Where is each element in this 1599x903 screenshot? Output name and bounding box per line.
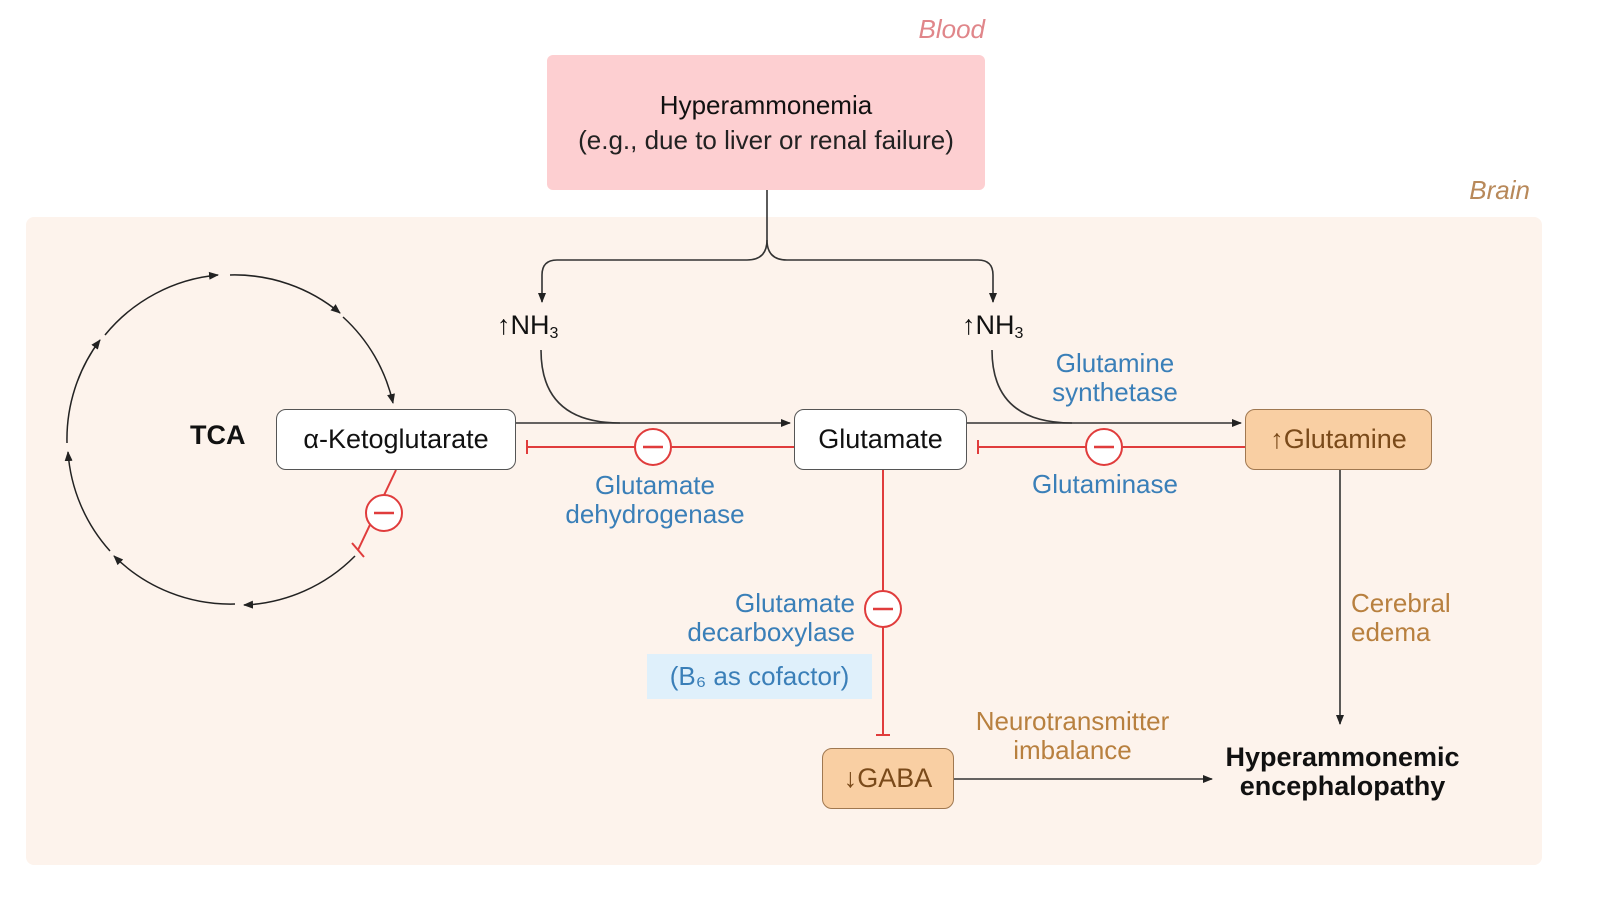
glutamine-node: ↑Glutamine [1245, 409, 1432, 470]
hyperammonemic-encephalopathy-label: Hyperammonemic encephalopathy [1210, 743, 1475, 801]
split-connector [538, 190, 768, 303]
tca-arc-5 [64, 451, 111, 552]
gs-line-2: synthetase [1052, 377, 1178, 407]
cerebral-edema-label: Cerebral edema [1351, 589, 1451, 647]
hyperammonemia-box: Hyperammonemia (e.g., due to liver or re… [547, 55, 985, 190]
neurotransmitter-imbalance-label: Neurotransmitter imbalance [955, 707, 1190, 765]
akg-tca-inhibition-bar [351, 542, 365, 558]
nh3-left-label: ↑NH3 [497, 310, 558, 343]
gdh-line-1: Glutamate [595, 470, 715, 500]
gaba-node: ↓GABA [822, 748, 954, 809]
outcome-line-1: Hyperammonemic [1225, 742, 1460, 772]
brain-panel [26, 217, 1542, 865]
nh3-right-input-curve [991, 349, 1073, 424]
blood-region-label: Blood [918, 14, 986, 44]
glutaminase-label: Glutaminase [1032, 469, 1178, 499]
alpha-ketoglutarate-label: α-Ketoglutarate [303, 424, 489, 454]
nh3-left-subscript: 3 [549, 325, 559, 342]
gad-line-1: Glutamate [735, 588, 855, 618]
tca-arc-7 [104, 271, 219, 336]
edema-line-2: edema [1351, 617, 1431, 647]
glutamate-node: Glutamate [794, 409, 967, 470]
nh3-left-input-curve [540, 349, 621, 424]
nh3-right-subscript: 3 [1014, 325, 1024, 342]
gdh-line-2: dehydrogenase [565, 499, 745, 529]
brain-region-label: Brain [1469, 175, 1530, 205]
glutamine-label: ↑Glutamine [1270, 424, 1407, 454]
glutamate-dehydrogenase-label: Glutamate dehydrogenase [540, 471, 770, 529]
tca-arc-2 [342, 316, 395, 404]
outcome-line-2: encephalopathy [1239, 771, 1446, 801]
gs-line-1: Glutamine [1055, 348, 1175, 378]
tca-arc-6 [66, 339, 101, 444]
alpha-ketoglutarate-node: α-Ketoglutarate [276, 409, 516, 470]
glutamate-label: Glutamate [818, 424, 943, 454]
glutamine-synthetase-label: Glutamine synthetase [1030, 349, 1200, 407]
gad-line-2: decarboxylase [687, 617, 855, 647]
nh3-right-text: ↑NH [962, 310, 1015, 340]
tca-arc-3 [243, 555, 356, 609]
hyperammonemia-cause: (e.g., due to liver or renal failure) [578, 124, 954, 155]
b6-cofactor-badge: (B₆ as cofactor) [647, 654, 872, 699]
edema-line-1: Cerebral [1351, 588, 1451, 618]
gaba-label: ↓GABA [843, 763, 933, 793]
nh3-right-label: ↑NH3 [962, 310, 1023, 343]
tca-cycle [64, 271, 395, 609]
tca-cycle-label: TCA [190, 420, 246, 450]
nt-line-1: Neurotransmitter [975, 706, 1170, 736]
glutamate-decarboxylase-label: Glutamate decarboxylase [640, 589, 855, 647]
split-connector-right [766, 239, 997, 303]
tca-arc-4 [113, 555, 236, 605]
tca-arc-1 [229, 274, 341, 314]
hyperammonemia-title: Hyperammonemia [659, 89, 873, 120]
nh3-left-text: ↑NH [497, 310, 550, 340]
nt-line-2: imbalance [1013, 735, 1132, 765]
